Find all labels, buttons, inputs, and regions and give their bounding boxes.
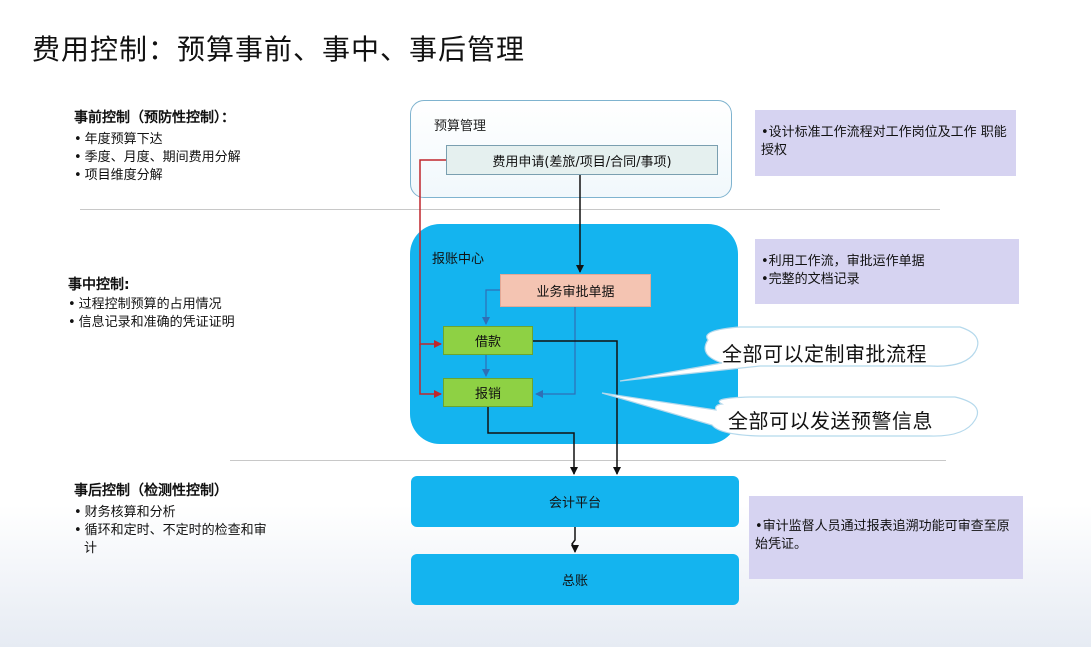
blue-arrow-approval-to-loan: [482, 289, 500, 325]
post-control-item: 循环和定时、不定时的检查和审计: [74, 522, 274, 558]
divider-bottom: [230, 460, 946, 461]
arrow-reimburse-to-accounting: [487, 407, 578, 475]
divider-top: [80, 209, 940, 210]
pre-control-item: 年度预算下达: [74, 131, 394, 149]
post-control-item: 财务核算和分析: [74, 504, 274, 522]
accounting-platform-box: 会计平台: [411, 476, 739, 527]
mid-control-list: 过程控制预算的占用情况 信息记录和准确的凭证证明: [68, 296, 388, 332]
note-approval-line: •利用工作流，审批运作单据: [761, 254, 925, 269]
post-control-list: 财务核算和分析 循环和定时、不定时的检查和审计: [74, 504, 274, 558]
loan-box: 借款: [443, 326, 533, 355]
pre-control-heading: 事前控制（预防性控制）：: [74, 110, 235, 126]
mid-control-item: 过程控制预算的占用情况: [68, 296, 388, 314]
expense-application-label: 费用申请(差旅/项目/合同/事项): [492, 154, 672, 170]
callout-warning-text: 全部可以发送预警信息: [728, 409, 933, 433]
note-workflow-approval: •利用工作流，审批运作单据 •完整的文档记录: [755, 239, 1019, 304]
expense-application-box: 费用申请(差旅/项目/合同/事项): [446, 145, 718, 175]
pre-control-section: 事前控制（预防性控制）： 年度预算下达 季度、月度、期间费用分解 项目维度分解: [74, 107, 394, 185]
pre-control-item: 项目维度分解: [74, 167, 394, 185]
budget-management-label: 预算管理: [434, 119, 487, 134]
arrow-accounting-to-ledger: [571, 527, 579, 553]
red-arrow-to-loan: [419, 159, 446, 348]
business-approval-label: 业务审批单据: [536, 285, 615, 300]
business-approval-box: 业务审批单据: [500, 274, 651, 307]
arrow-loan-to-accounting: [533, 340, 621, 475]
accounting-platform-label: 会计平台: [548, 496, 601, 511]
mid-control-heading: 事中控制:: [68, 277, 130, 293]
loan-label: 借款: [474, 335, 501, 350]
reimburse-label: 报销: [474, 387, 501, 402]
blue-arrow-approval-to-reimburse: [535, 307, 576, 398]
reimbursement-center-label: 报账中心: [432, 252, 485, 267]
note-audit-text: •审计监督人员通过报表追溯功能可审查至原始凭证。: [755, 519, 1010, 552]
note-workflow-design-text: •设计标准工作流程对工作岗位及工作 职能授权: [761, 125, 1007, 158]
mid-control-item: 信息记录和准确的凭证证明: [68, 314, 388, 332]
post-control-heading: 事后控制（检测性控制）: [74, 483, 228, 499]
general-ledger-label: 总账: [561, 574, 588, 589]
note-audit: •审计监督人员通过报表追溯功能可审查至原始凭证。: [749, 496, 1023, 579]
mid-control-section: 事中控制: 过程控制预算的占用情况 信息记录和准确的凭证证明: [68, 274, 388, 332]
pre-control-item: 季度、月度、期间费用分解: [74, 149, 394, 167]
page-title: 费用控制：预算事前、事中、事后管理: [32, 33, 526, 66]
callout-bubble-warning: [601, 392, 979, 437]
general-ledger-box: 总账: [411, 554, 739, 605]
post-control-section: 事后控制（检测性控制） 财务核算和分析 循环和定时、不定时的检查和审计: [74, 480, 284, 558]
reimburse-box: 报销: [443, 378, 533, 407]
note-document-line: •完整的文档记录: [761, 272, 860, 287]
note-workflow-design: •设计标准工作流程对工作岗位及工作 职能授权: [755, 110, 1016, 176]
red-arrow-to-reimburse: [419, 344, 442, 398]
callout-approval-text: 全部可以定制审批流程: [722, 342, 927, 366]
pre-control-list: 年度预算下达 季度、月度、期间费用分解 项目维度分解: [74, 131, 394, 185]
callout-bubble-approval: [619, 326, 979, 382]
